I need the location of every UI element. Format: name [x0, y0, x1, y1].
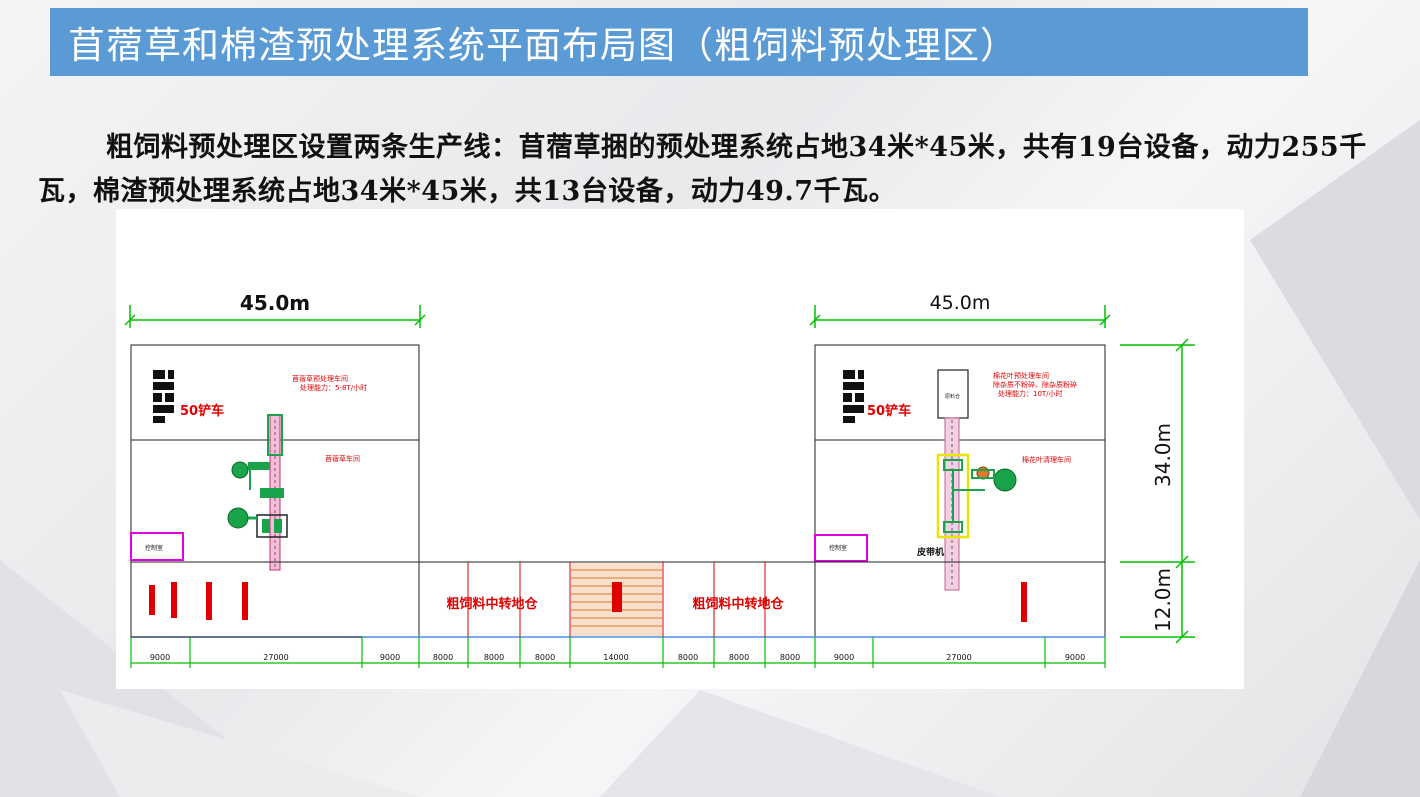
- left-equipment-legend: [153, 370, 174, 423]
- right-capacity-label: 处理能力：10T/小时: [998, 389, 1063, 398]
- dim-2: 9000: [380, 653, 400, 662]
- lower-strip-marks: [149, 582, 1027, 622]
- right-equipment-legend: [843, 370, 864, 423]
- left-forklift-label: 50铲车: [180, 403, 224, 419]
- dim-12: 9000: [1065, 653, 1085, 662]
- dim-6: 14000: [603, 653, 628, 662]
- left-width-label: 45.0m: [240, 291, 310, 315]
- lower-strip-outline: [130, 561, 1106, 637]
- left-workshop-title: 苜蓿草预处理车间: [292, 374, 348, 383]
- dim-10: 9000: [834, 653, 854, 662]
- central-block-glyph: [612, 582, 622, 612]
- plant-layout-drawing: 45.0m 45.0m 34.0m 12.0m: [124, 291, 1195, 668]
- left-hall-label: 苜蓿草车间: [325, 454, 360, 463]
- dim-3: 8000: [433, 653, 453, 662]
- dim-4: 8000: [484, 653, 504, 662]
- height-lower-label: 12.0m: [1151, 568, 1175, 632]
- dim-7: 8000: [678, 653, 698, 662]
- right-workshop-note: 除杂质不粉碎、除杂质粉碎: [993, 380, 1077, 389]
- height-dimension: [1120, 338, 1195, 644]
- right-hall-label: 棉花叶清理车间: [1022, 455, 1071, 464]
- height-upper-label: 34.0m: [1151, 423, 1175, 487]
- right-process-line: [936, 417, 1017, 591]
- intro-paragraph: 粗饲料预处理区设置两条生产线：苜蓿草捆的预处理系统占地34米*45米，共有19台…: [38, 132, 1367, 207]
- right-conveyor-label: 皮带机: [916, 546, 944, 558]
- right-control-room-label: 控制室: [829, 544, 847, 552]
- right-raw-bin-label: 原料仓: [945, 393, 960, 400]
- right-forklift-label: 50铲车: [867, 403, 911, 419]
- left-process-line: [227, 414, 288, 571]
- dim-5: 8000: [535, 653, 555, 662]
- slide-title: 苜蓿草和棉渣预处理系统平面布局图（粗饲料预处理区）: [50, 8, 1308, 76]
- bay-dividers: [467, 562, 766, 637]
- right-width-label: 45.0m: [930, 292, 991, 314]
- dim-1: 27000: [263, 653, 288, 662]
- transfer-label-left: 粗饲料中转地仓: [446, 596, 538, 612]
- left-capacity-label: 处理能力：5-8T/小时: [300, 383, 367, 392]
- layout-drawing-panel: 45.0m 45.0m 34.0m 12.0m: [116, 209, 1244, 689]
- left-width-dimension: [124, 305, 426, 328]
- dim-0: 9000: [150, 653, 170, 662]
- right-workshop-title: 棉花叶预处理车间: [993, 371, 1049, 380]
- transfer-label-right: 粗饲料中转地仓: [692, 596, 784, 612]
- right-width-dimension: [809, 305, 1111, 328]
- dim-9: 8000: [780, 653, 800, 662]
- dim-11: 27000: [946, 653, 971, 662]
- right-control-room: [814, 534, 868, 562]
- left-control-room: [130, 532, 184, 561]
- bottom-dimension-labels: 9000 27000 9000 8000 8000 8000 14000 800…: [150, 653, 1085, 662]
- bottom-dimension-chain: [130, 637, 1106, 668]
- dim-8: 8000: [729, 653, 749, 662]
- left-control-room-label: 控制室: [145, 544, 163, 552]
